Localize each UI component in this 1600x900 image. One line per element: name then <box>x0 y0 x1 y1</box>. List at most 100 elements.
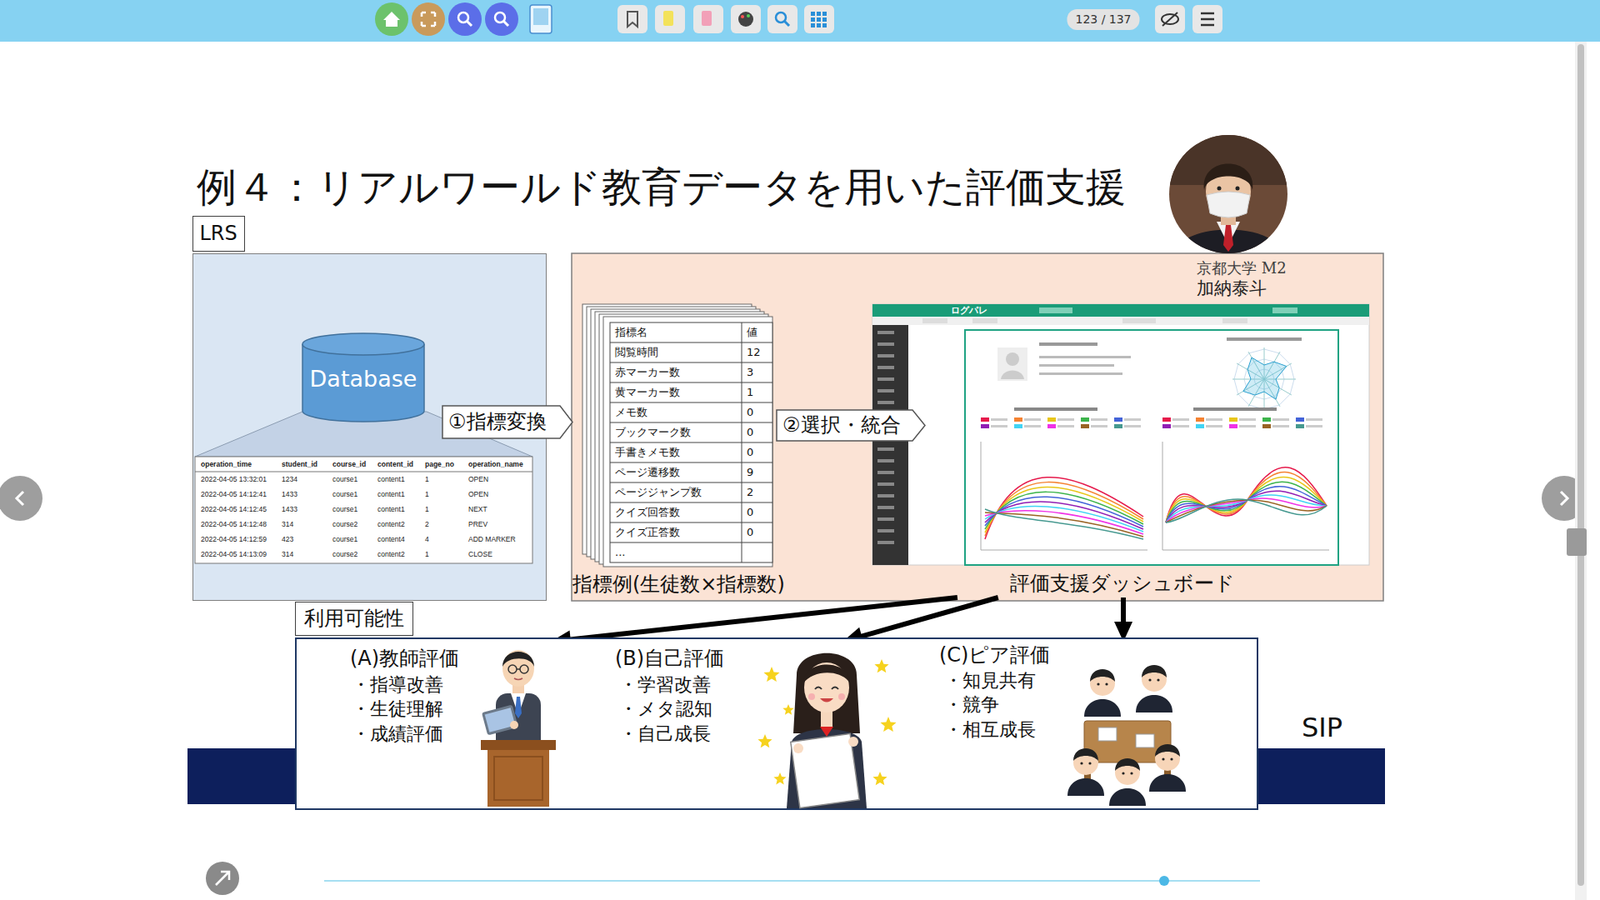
use-case-box <box>793 743 804 754</box>
use-case-box <box>1148 678 1151 681</box>
dashboard-screenshot <box>980 550 1148 551</box>
dashboard-screenshot <box>877 540 895 545</box>
table-cell: course2 <box>332 549 358 560</box>
presenter-photo <box>1169 135 1288 254</box>
use-case-box <box>782 704 794 715</box>
toolbar-button <box>533 8 549 25</box>
table-cell: 2 <box>425 519 430 530</box>
use-case-box <box>1105 682 1108 685</box>
bullet-item: ・指導改善 <box>351 674 444 696</box>
illustration <box>872 304 1370 565</box>
dashboard-screenshot <box>1165 498 1327 523</box>
use-case-box: (B)自己評価・学習改善・メタ認知・自己成長 <box>610 641 905 809</box>
dashboard-screenshot <box>877 354 895 358</box>
table-cell: 1 <box>425 549 430 560</box>
use-case-box <box>514 678 523 680</box>
dashboard-screenshot <box>1162 550 1330 551</box>
dashboard-screenshot <box>877 377 895 381</box>
use-case-box <box>757 734 772 748</box>
use-case-box <box>1067 778 1105 796</box>
table-cell: 314 <box>281 549 294 560</box>
dashboard-screenshot <box>872 304 1370 565</box>
use-case-box <box>1080 761 1083 765</box>
dashboard-screenshot <box>1226 337 1302 341</box>
use-case-box <box>487 750 550 807</box>
slide-title: 例４：リアルワールド教育データを用いた評価支援 <box>196 163 1126 212</box>
use-case-box <box>515 696 522 719</box>
dashboard-screenshot <box>1305 425 1323 428</box>
toolbar-button <box>746 14 750 18</box>
table-cell: course1 <box>332 474 358 485</box>
dashboard-screenshot <box>1205 418 1223 421</box>
table-cell: 2022-04-05 13:32:01 <box>200 474 267 485</box>
use-case-box <box>502 651 535 667</box>
toolbar-button <box>740 15 745 19</box>
illustration <box>1060 654 1195 809</box>
bullet-item: ・学習改善 <box>619 674 711 696</box>
page-counter: 123 / 137 <box>1066 9 1140 30</box>
use-case-box <box>1084 699 1121 717</box>
toolbar-button <box>784 20 790 26</box>
table-cell: 1 <box>425 489 430 500</box>
dashboard-screenshot <box>1165 500 1327 523</box>
toolbar-button <box>375 2 409 36</box>
table-cell: クイズ回答数 <box>615 502 680 523</box>
dashboard-screenshot <box>1229 424 1238 429</box>
toolbar-button <box>822 17 827 22</box>
dashboard-screenshot <box>877 389 895 393</box>
table-cell: 2 <box>746 482 754 503</box>
dashboard-panel <box>571 253 1384 601</box>
illustration <box>755 641 899 809</box>
progress-dot <box>1159 875 1170 886</box>
use-case-box <box>516 668 520 670</box>
table-cell: 1433 <box>281 489 298 500</box>
use-case-box: (C)ピア評価・知見共有・競争・相互成長 <box>935 641 1200 809</box>
toolbar-button <box>421 12 435 26</box>
dashboard-screenshot <box>877 447 895 451</box>
table-cell: ページジャンプ数 <box>615 482 702 503</box>
table-cell: content1 <box>377 474 405 485</box>
toolbar-button <box>375 2 1223 36</box>
dashboard-screenshot <box>1039 372 1123 375</box>
nav-button <box>205 861 240 895</box>
table-cell: メモ数 <box>615 402 648 423</box>
indicator-table <box>610 322 773 563</box>
table-header: student_id <box>281 459 318 470</box>
table-cell: 3 <box>746 362 754 383</box>
table-cell: content1 <box>377 504 405 515</box>
dashboard-screenshot <box>877 505 895 510</box>
use-case-box <box>764 666 780 682</box>
table-cell: ADD MARKER <box>468 534 516 545</box>
dashboard-screenshot <box>1162 417 1171 422</box>
dashboard-screenshot <box>1165 467 1327 523</box>
dashboard-screenshot <box>1222 318 1248 324</box>
dashboard-screenshot <box>1039 307 1073 314</box>
dashboard-screenshot <box>1239 418 1256 421</box>
table-cell: content2 <box>377 549 405 560</box>
table-cell: 2022-04-05 14:12:48 <box>200 519 267 530</box>
use-case-heading: (C)ピア評価 <box>939 643 1050 668</box>
dashboard-screenshot <box>1122 318 1156 324</box>
illustration <box>572 305 798 595</box>
use-case-box <box>1155 744 1180 757</box>
table-header: operation_time <box>200 459 252 470</box>
dashboard-screenshot <box>1295 417 1305 422</box>
use-case-box <box>1115 758 1140 771</box>
toolbar-button <box>693 5 724 34</box>
dashboard-screenshot <box>1080 417 1090 422</box>
presenter-name: 加納泰斗 <box>1196 278 1267 300</box>
arrow-line <box>1120 597 1126 625</box>
use-case-box <box>1096 682 1100 685</box>
use-case-box <box>1130 771 1133 775</box>
dashboard-screenshot <box>1239 425 1256 428</box>
dashboard-screenshot <box>1272 307 1298 314</box>
bullet-item: ・相互成長 <box>944 719 1036 741</box>
use-case-box <box>872 771 887 785</box>
table-cell: 0 <box>746 442 754 463</box>
dashboard-screenshot <box>1205 425 1223 428</box>
dashboard-screenshot <box>1080 424 1090 429</box>
use-case-box <box>820 726 834 737</box>
toolbar-button <box>816 23 821 28</box>
dashboard-screenshot <box>1165 481 1327 523</box>
